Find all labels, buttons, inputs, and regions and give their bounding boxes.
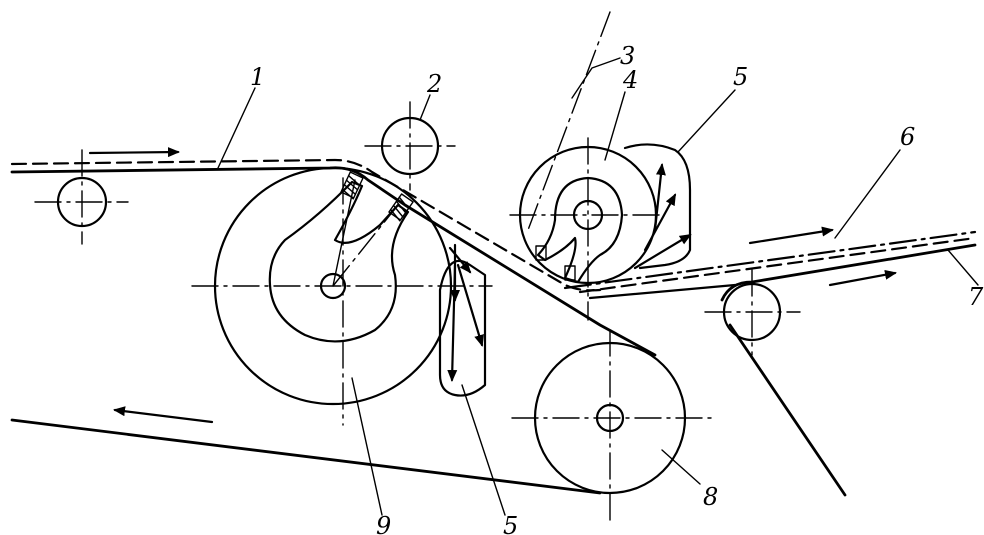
- transfer-roll-4: [509, 137, 666, 321]
- label-8: 8: [703, 483, 718, 511]
- arrow-wire-7: [828, 269, 897, 287]
- arrow-return: [113, 406, 214, 424]
- label-2: 2: [426, 70, 442, 98]
- label-1: 1: [250, 63, 265, 91]
- label-3: 3: [620, 42, 635, 70]
- leader-lines: [217, 57, 979, 516]
- couch-roll-8: [511, 329, 713, 521]
- lead-roll-left: [34, 149, 129, 245]
- label-4: 4: [622, 66, 638, 94]
- seal-spring-b: [388, 193, 414, 222]
- label-5-lower: 5: [503, 512, 518, 535]
- suction-roll-9: [191, 166, 493, 426]
- label-6: 6: [900, 123, 915, 151]
- label-9: 9: [376, 512, 391, 535]
- seal-spring-a: [340, 171, 364, 200]
- arrow-felt: [748, 226, 834, 245]
- doctor-5-lower: [438, 243, 487, 397]
- arrow-incoming: [88, 147, 180, 158]
- press-roll-2: [364, 101, 456, 191]
- hood-5-upper: [623, 143, 692, 270]
- lead-roll-right: [704, 269, 801, 356]
- bottom-wire: [10, 418, 602, 495]
- label-5-upper: 5: [733, 63, 748, 91]
- pickup-felt-6: [563, 230, 977, 300]
- label-7: 7: [968, 283, 984, 311]
- axis-line-3: [527, 11, 611, 231]
